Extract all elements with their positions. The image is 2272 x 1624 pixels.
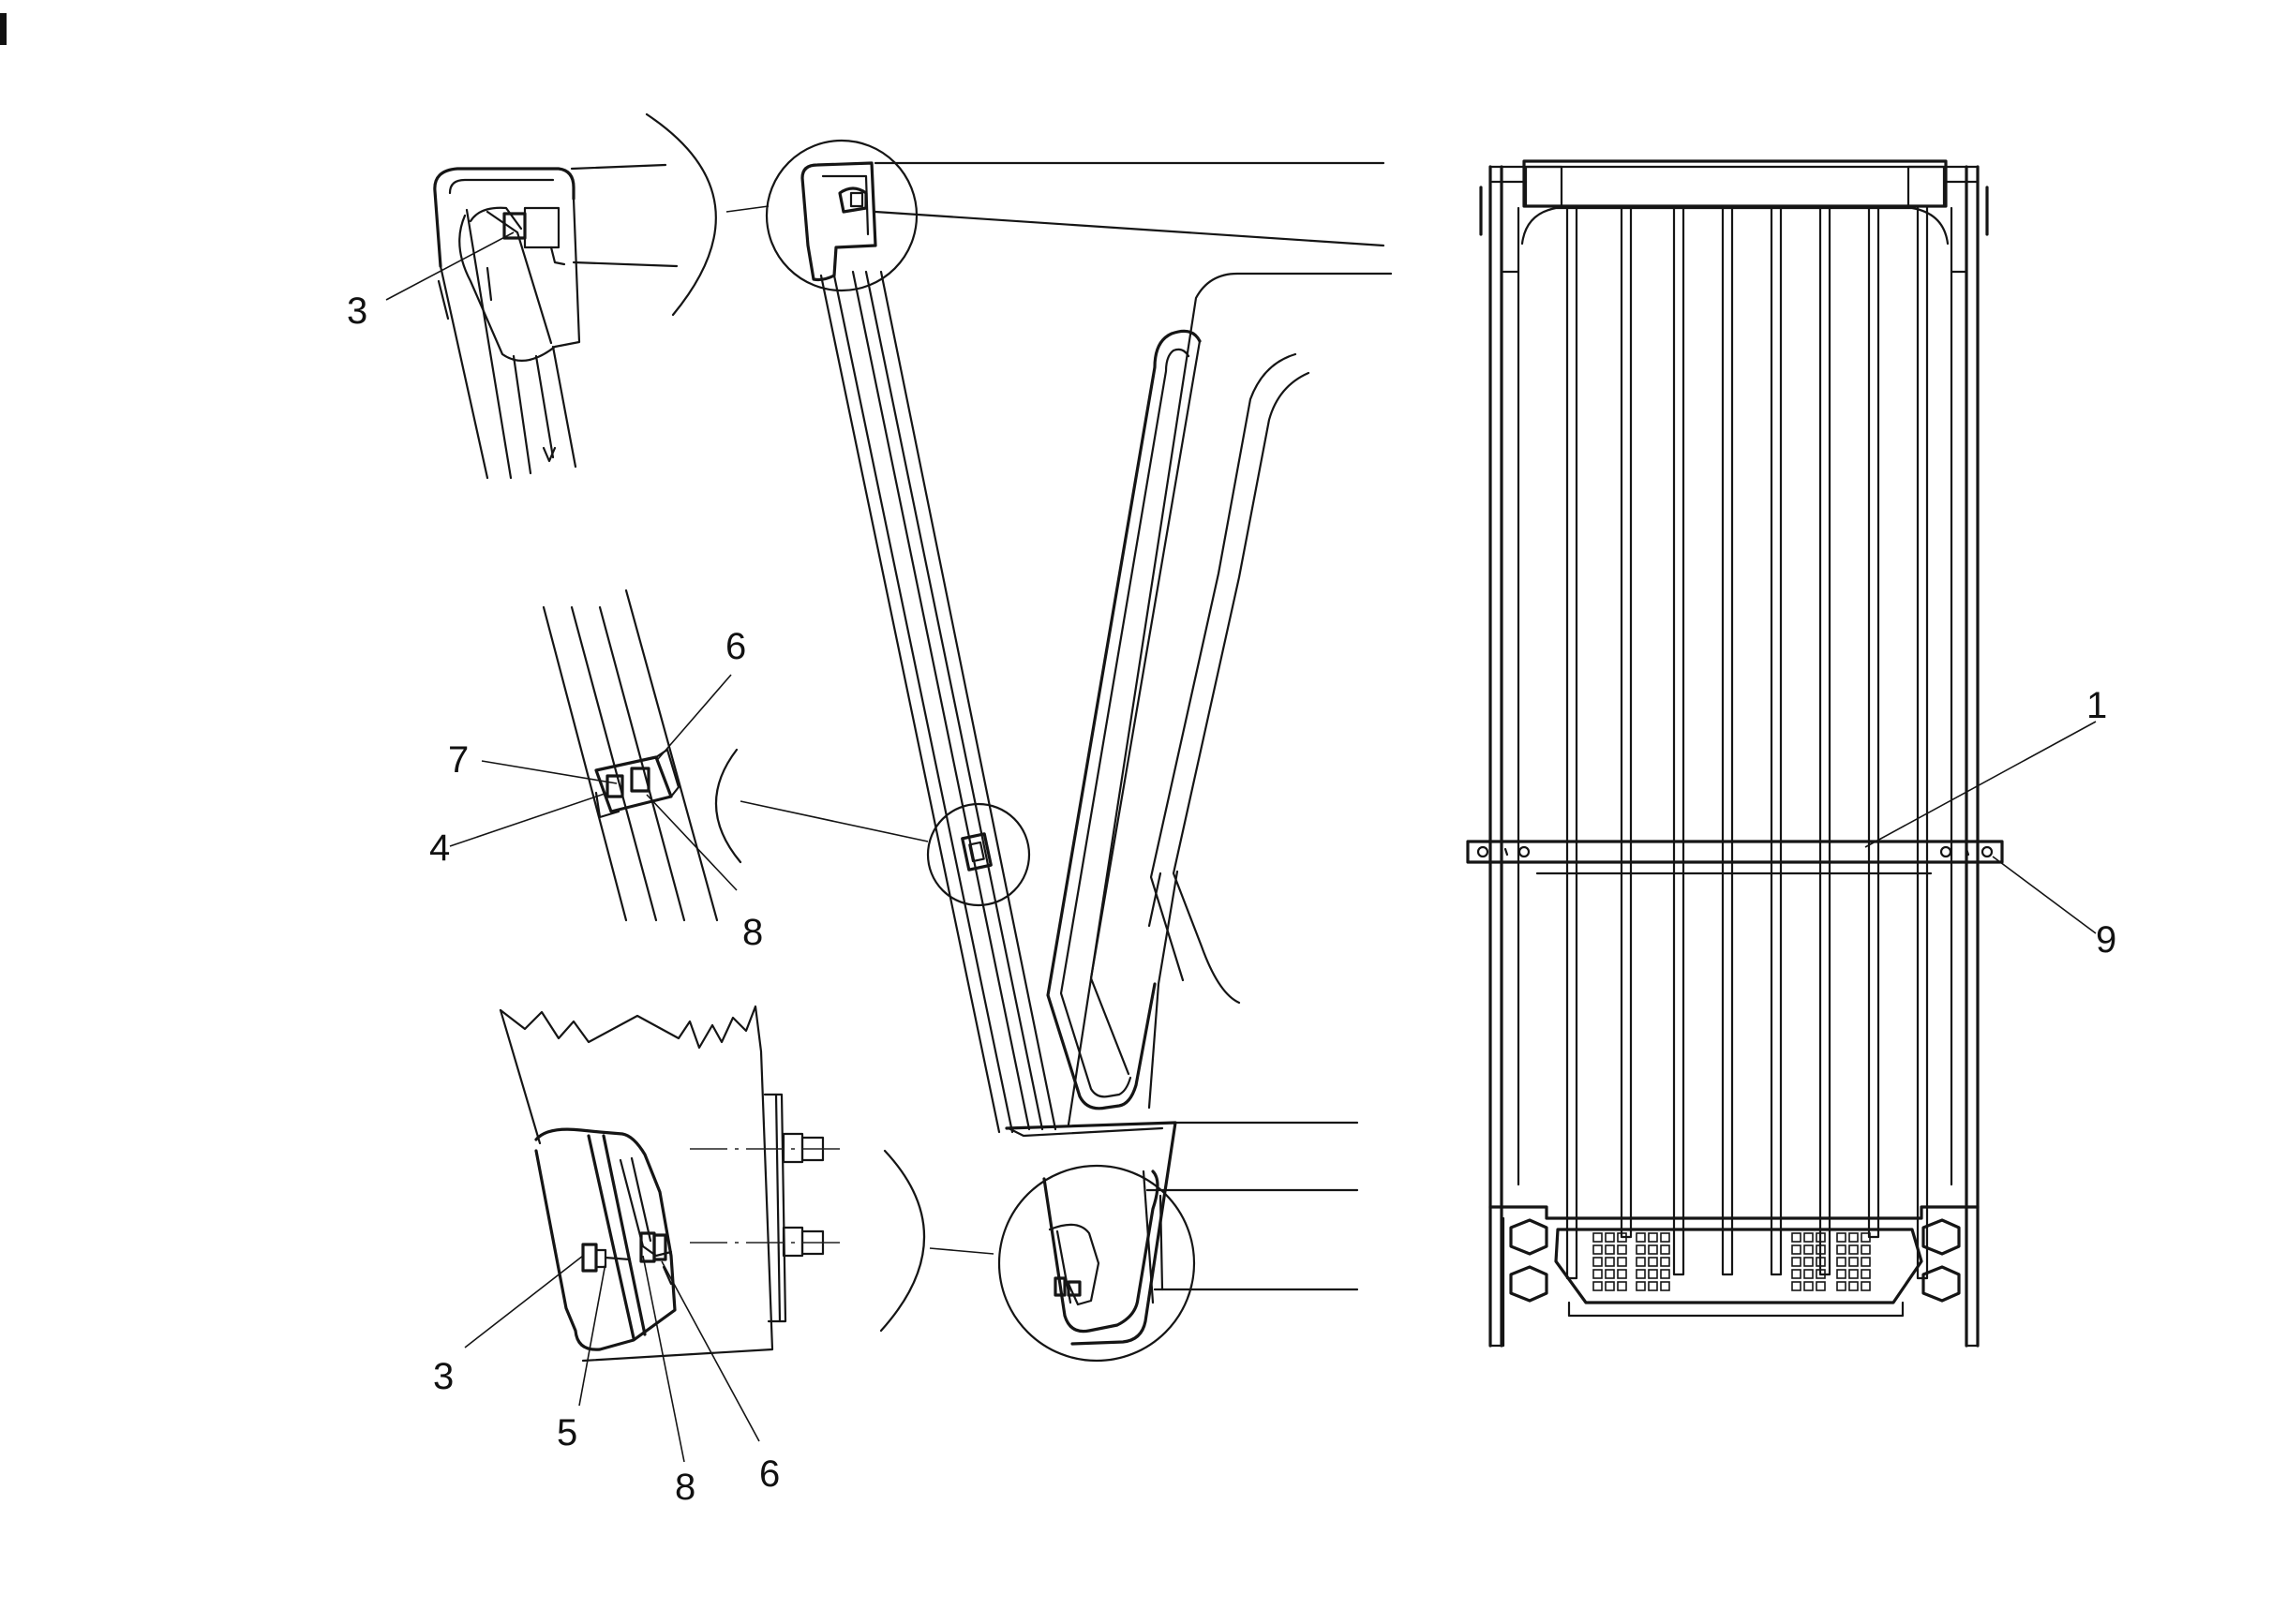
perforation-hole bbox=[1861, 1244, 1871, 1255]
perforation-hole bbox=[1848, 1269, 1859, 1279]
perforation-hole bbox=[1803, 1257, 1814, 1267]
detail-top-corner bbox=[385, 112, 770, 480]
perforation-hole bbox=[1605, 1257, 1615, 1267]
perforation-hole bbox=[1592, 1257, 1603, 1267]
callout-6-mid: 6 bbox=[725, 626, 746, 667]
perforation-hole bbox=[1848, 1281, 1859, 1291]
callout-7-mid: 7 bbox=[448, 739, 469, 781]
callout-4-mid: 4 bbox=[429, 827, 450, 869]
perforation-hole bbox=[1791, 1281, 1801, 1291]
perforation-hole bbox=[1803, 1281, 1814, 1291]
detail-bottom-bracket bbox=[464, 1005, 994, 1463]
perforation-hole bbox=[1605, 1281, 1615, 1291]
callout-9-right: 9 bbox=[2096, 919, 2116, 961]
callout-8-mid: 8 bbox=[742, 912, 763, 953]
perforation-hole bbox=[1816, 1232, 1826, 1243]
perforation-grid bbox=[1592, 1232, 1871, 1291]
perforation-hole bbox=[1648, 1281, 1658, 1291]
perforation-hole bbox=[1660, 1244, 1670, 1255]
perforation-hole bbox=[1592, 1232, 1603, 1243]
perforation-hole bbox=[1848, 1232, 1859, 1243]
perforation-hole bbox=[1660, 1269, 1670, 1279]
perforation-hole bbox=[1592, 1244, 1603, 1255]
callout-3-bottom: 3 bbox=[433, 1356, 454, 1397]
perforation-hole bbox=[1816, 1269, 1826, 1279]
main-side-view bbox=[765, 139, 1393, 1363]
perforation-hole bbox=[1636, 1232, 1646, 1243]
perforation-hole bbox=[1636, 1244, 1646, 1255]
callout-3-top: 3 bbox=[347, 291, 367, 332]
perforation-hole bbox=[1791, 1269, 1801, 1279]
perforation-hole bbox=[1836, 1269, 1846, 1279]
perforation-hole bbox=[1791, 1232, 1801, 1243]
perforation-hole bbox=[1803, 1269, 1814, 1279]
perforation-hole bbox=[1592, 1281, 1603, 1291]
page-corner-mark bbox=[0, 13, 7, 45]
perforation-hole bbox=[1816, 1244, 1826, 1255]
perforation-hole bbox=[1660, 1281, 1670, 1291]
perforation-hole bbox=[1861, 1281, 1871, 1291]
perforation-hole bbox=[1617, 1269, 1627, 1279]
perforation-hole bbox=[1816, 1257, 1826, 1267]
perforation-hole bbox=[1592, 1269, 1603, 1279]
perforation-hole bbox=[1660, 1232, 1670, 1243]
perforation-hole bbox=[1636, 1281, 1646, 1291]
callout-5-bottom: 5 bbox=[557, 1412, 577, 1453]
perforation-hole bbox=[1648, 1257, 1658, 1267]
perforation-hole bbox=[1617, 1281, 1627, 1291]
grille-slats bbox=[1565, 204, 1929, 1280]
callout-8-bottom: 8 bbox=[675, 1467, 695, 1508]
callout-1-right: 1 bbox=[2086, 685, 2107, 726]
perforation-hole bbox=[1617, 1232, 1627, 1243]
perforation-hole bbox=[1605, 1269, 1615, 1279]
perforation-hole bbox=[1803, 1232, 1814, 1243]
perforation-hole bbox=[1617, 1244, 1627, 1255]
perforation-hole bbox=[1836, 1244, 1846, 1255]
perforation-hole bbox=[1636, 1269, 1646, 1279]
detail-mid-clamp bbox=[449, 589, 929, 922]
perforation-hole bbox=[1660, 1257, 1670, 1267]
perforation-hole bbox=[1836, 1232, 1846, 1243]
perforation-hole bbox=[1648, 1244, 1658, 1255]
perforation-hole bbox=[1836, 1257, 1846, 1267]
perforation-hole bbox=[1848, 1257, 1859, 1267]
perforation-hole bbox=[1861, 1269, 1871, 1279]
perforation-hole bbox=[1791, 1244, 1801, 1255]
callout-labels: 3 6 7 4 8 3 5 8 6 1 9 bbox=[347, 291, 2116, 1508]
perforation-hole bbox=[1836, 1281, 1846, 1291]
perforation-hole bbox=[1803, 1244, 1814, 1255]
perforation-hole bbox=[1605, 1232, 1615, 1243]
right-grille-view bbox=[1466, 159, 2097, 1348]
callout-6-bottom: 6 bbox=[759, 1453, 780, 1495]
perforation-hole bbox=[1848, 1244, 1859, 1255]
perforation-hole bbox=[1791, 1257, 1801, 1267]
perforation-hole bbox=[1816, 1281, 1826, 1291]
perforation-hole bbox=[1605, 1244, 1615, 1255]
perforation-hole bbox=[1636, 1257, 1646, 1267]
perforation-hole bbox=[1648, 1232, 1658, 1243]
perforation-hole bbox=[1861, 1232, 1871, 1243]
perforation-hole bbox=[1617, 1257, 1627, 1267]
perforation-hole bbox=[1648, 1269, 1658, 1279]
perforation-hole bbox=[1861, 1257, 1871, 1267]
